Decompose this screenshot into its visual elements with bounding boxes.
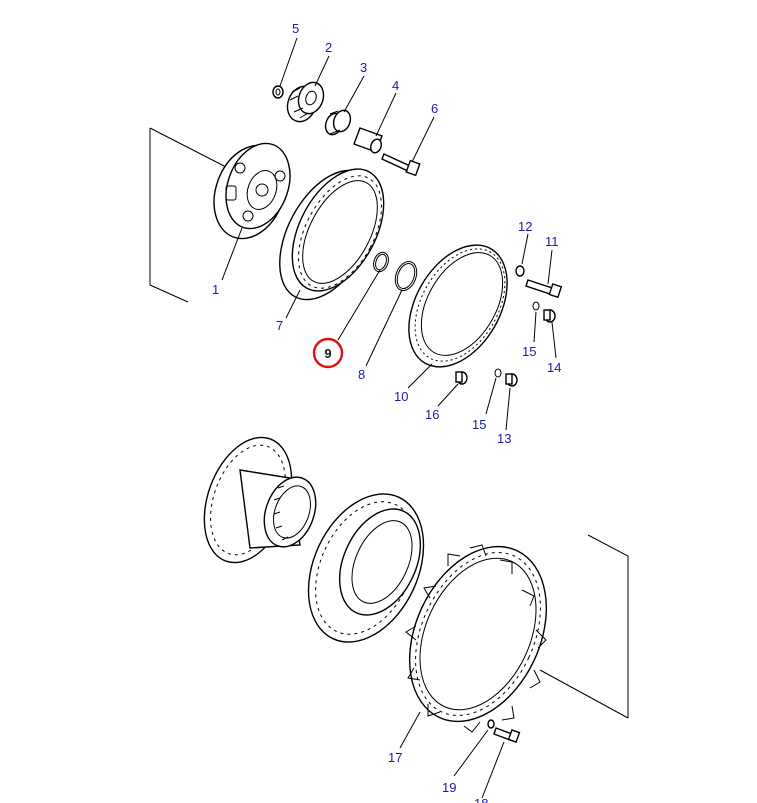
- o-ring-part-15b[interactable]: [494, 368, 502, 378]
- callout-5[interactable]: 5: [292, 21, 299, 36]
- assembly-bracket-lower: [539, 534, 629, 719]
- callout-12[interactable]: 12: [518, 219, 532, 234]
- snap-ring-part[interactable]: [371, 250, 391, 274]
- callout-9: 9: [324, 346, 331, 361]
- bolt-part-18[interactable]: [493, 727, 521, 743]
- assembly-bracket-upper: [149, 127, 229, 303]
- plug-part-16[interactable]: [455, 371, 468, 385]
- sprocket-part[interactable]: [383, 524, 573, 743]
- shaft-part[interactable]: [353, 127, 383, 154]
- callout-6[interactable]: 6: [431, 101, 438, 116]
- plug-part-14[interactable]: [543, 309, 556, 323]
- callout-10[interactable]: 10: [394, 389, 408, 404]
- washer-part-12[interactable]: [515, 265, 525, 277]
- nut-part-5[interactable]: [272, 85, 284, 99]
- plug-part-13[interactable]: [505, 373, 518, 387]
- o-ring-part[interactable]: [391, 258, 420, 293]
- callout-11[interactable]: 11: [545, 234, 559, 249]
- planet-gear-part[interactable]: [283, 79, 328, 126]
- hub-flange-part[interactable]: [286, 475, 446, 660]
- callout-14[interactable]: 14: [547, 360, 561, 375]
- highlighted-callout-9[interactable]: 9: [312, 337, 344, 369]
- ring-gear-part[interactable]: [260, 154, 403, 316]
- bolt-part-6[interactable]: [381, 153, 421, 177]
- carrier-part[interactable]: [202, 134, 302, 248]
- callout-19[interactable]: 19: [442, 780, 456, 795]
- callout-15-upper[interactable]: 15: [522, 344, 536, 359]
- washer-part-19[interactable]: [487, 719, 495, 729]
- hub-part[interactable]: [188, 425, 325, 575]
- callout-3[interactable]: 3: [360, 60, 367, 75]
- callout-15-lower[interactable]: 15: [472, 417, 486, 432]
- callout-7[interactable]: 7: [276, 318, 283, 333]
- callout-17[interactable]: 17: [388, 750, 402, 765]
- callout-4[interactable]: 4: [392, 78, 399, 93]
- cover-plate-part[interactable]: [389, 228, 528, 384]
- callout-2[interactable]: 2: [325, 40, 332, 55]
- callout-8[interactable]: 8: [358, 367, 365, 382]
- leader-lines: [221, 37, 557, 799]
- bolt-part-11[interactable]: [525, 279, 563, 299]
- callout-16[interactable]: 16: [425, 407, 439, 422]
- callout-18-cut[interactable]: 18: [474, 796, 488, 803]
- callout-13[interactable]: 13: [497, 431, 511, 446]
- bearing-part[interactable]: [323, 108, 354, 137]
- o-ring-part-15a[interactable]: [532, 301, 540, 311]
- callout-1[interactable]: 1: [212, 282, 219, 297]
